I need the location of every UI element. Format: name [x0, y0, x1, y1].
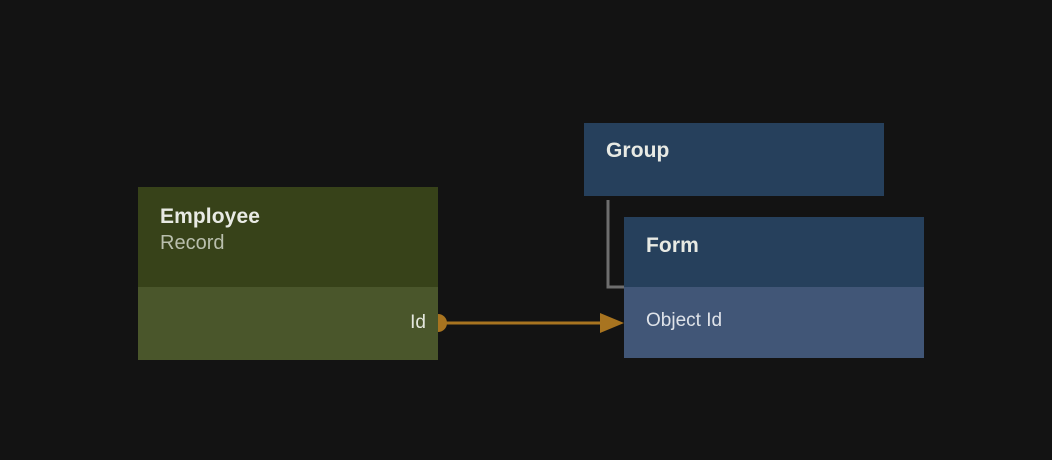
node-form-title: Form: [646, 234, 699, 257]
node-form[interactable]: Form Object Id: [624, 217, 924, 358]
node-employee-title: Employee: [160, 205, 261, 228]
edge-id-to-object-id[interactable]: [429, 313, 624, 333]
node-form-body: Object Id: [624, 287, 924, 358]
node-group-header: Group: [584, 123, 884, 196]
field-form-object-id-label: Object Id: [646, 310, 723, 331]
node-group-title: Group: [606, 139, 670, 162]
field-employee-id[interactable]: Id: [410, 309, 426, 337]
node-employee-subtitle: Record: [160, 232, 225, 254]
connector-arrowhead-icon: [600, 313, 624, 333]
node-form-header: Form: [624, 217, 924, 287]
node-employee-header: Employee Record: [138, 187, 438, 287]
field-form-object-id[interactable]: Object Id: [646, 307, 722, 335]
node-employee[interactable]: Employee Record Id: [138, 187, 438, 360]
field-employee-id-label: Id: [410, 312, 426, 333]
node-employee-body: Id: [138, 287, 438, 360]
node-group[interactable]: Group: [584, 123, 884, 196]
